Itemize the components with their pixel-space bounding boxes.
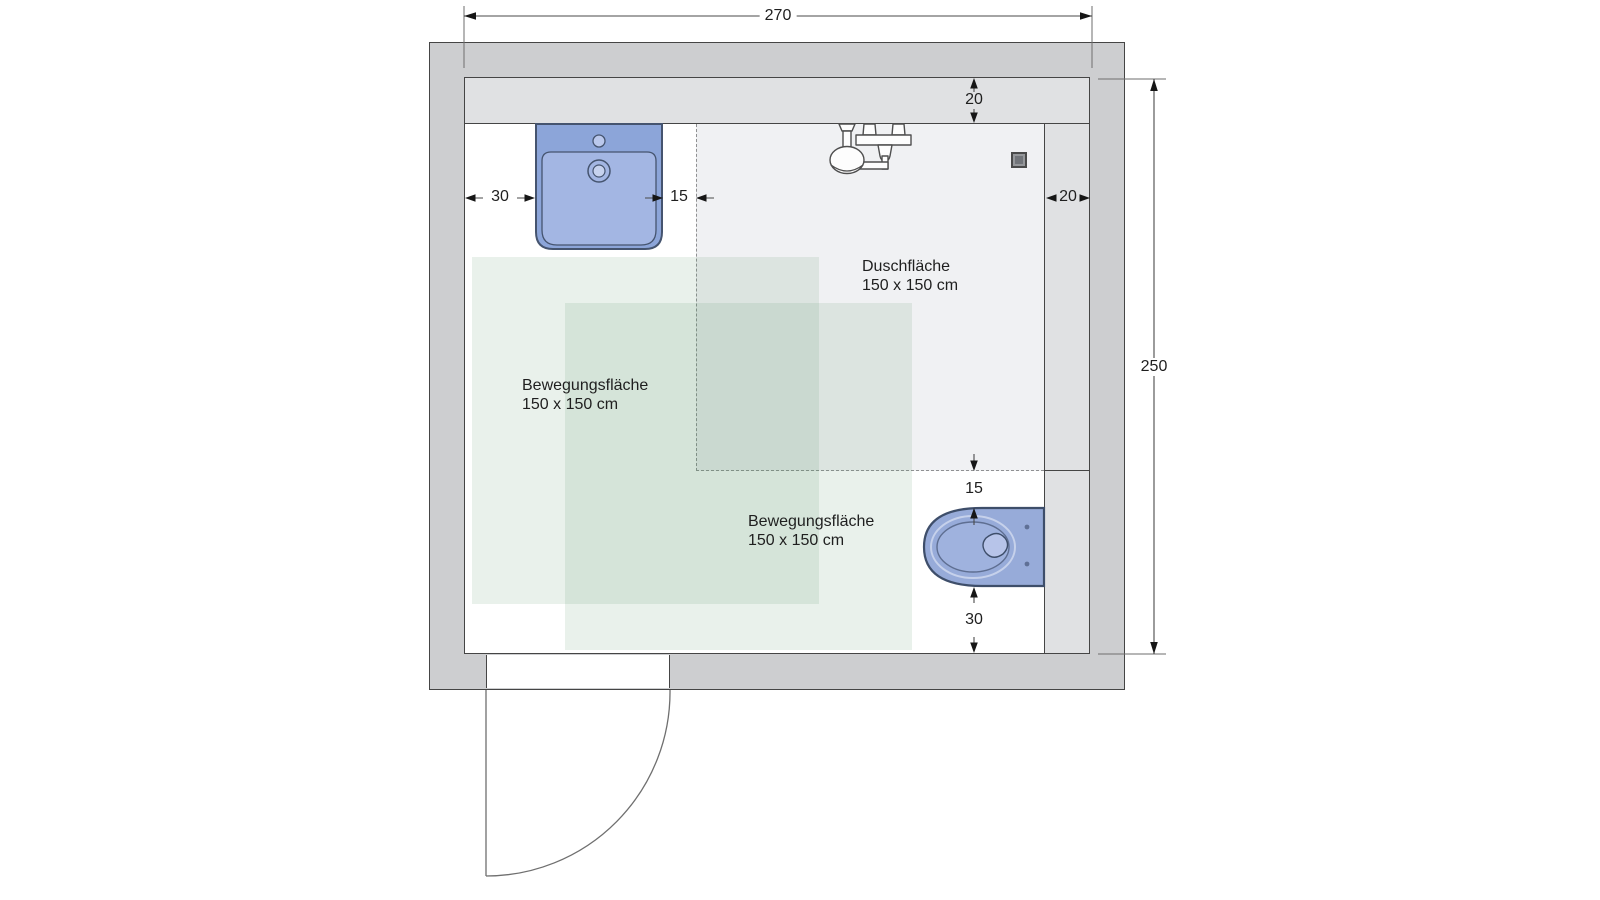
movement-area-1-size: 150 x 150 cm [522, 396, 619, 413]
shower-area-name: Duschfläche [862, 258, 951, 275]
dim-wc-bottom-gap: 30 [965, 611, 983, 628]
dim-room-height: 250 [1135, 358, 1173, 376]
movement-area-2-label: Bewegungsfläche 150 x 150 cm [748, 512, 874, 550]
movement-area-2-size: 150 x 150 cm [748, 532, 845, 549]
room-outline [464, 77, 1090, 654]
dim-washbasin-left-gap: 30 [491, 188, 509, 205]
dim-wc-top-gap: 15 [965, 480, 983, 497]
dim-prewall-right-depth: 20 [1059, 188, 1077, 205]
door-arc [485, 689, 671, 877]
dim-room-width: 270 [759, 7, 797, 25]
movement-area-2 [565, 303, 912, 650]
top-prewall-ledge [464, 77, 1090, 124]
dim-washbasin-right-gap: 15 [670, 188, 688, 205]
movement-area-2-name: Bewegungsfläche [748, 513, 875, 530]
dim-prewall-top-depth: 20 [965, 91, 983, 108]
prewall-strip-divider [1044, 470, 1090, 471]
shower-area [696, 124, 1044, 471]
movement-area-1 [472, 257, 819, 604]
floor-drain-icon [1011, 152, 1027, 168]
shower-area-label: Duschfläche 150 x 150 cm [862, 257, 958, 295]
door-opening [486, 655, 670, 688]
shower-area-size: 150 x 150 cm [862, 277, 959, 294]
movement-area-1-name: Bewegungsfläche [522, 377, 649, 394]
door-swing [485, 689, 671, 877]
floor-drain-grate [1015, 156, 1023, 164]
right-prewall-strip [1044, 124, 1090, 654]
movement-area-1-label: Bewegungsfläche 150 x 150 cm [522, 376, 648, 414]
